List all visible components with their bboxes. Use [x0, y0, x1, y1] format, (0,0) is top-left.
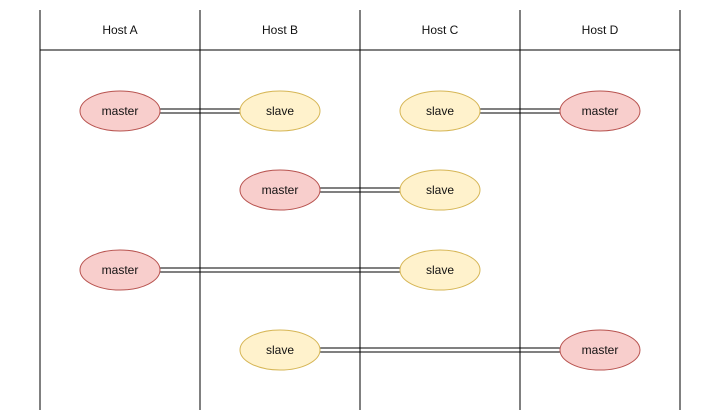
slave-label: slave: [426, 263, 454, 277]
slave-node[interactable]: slave: [399, 249, 481, 291]
master-node[interactable]: master: [559, 90, 641, 132]
master-label: master: [102, 263, 139, 277]
master-label: master: [582, 343, 619, 357]
slave-ellipse: [399, 249, 481, 291]
slave-ellipse: [399, 90, 481, 132]
slave-ellipse: [399, 169, 481, 211]
master-node[interactable]: master: [79, 249, 161, 291]
master-node[interactable]: master: [559, 329, 641, 371]
slave-node[interactable]: slave: [239, 329, 321, 371]
slave-label: slave: [426, 104, 454, 118]
slave-node[interactable]: slave: [239, 90, 321, 132]
slave-label: slave: [266, 104, 294, 118]
host-header-b: Host B: [262, 23, 298, 37]
host-header-c: Host C: [422, 23, 459, 37]
host-header-d: Host D: [582, 23, 619, 37]
replication-nodes: master slave master slave master slave master s…: [79, 90, 641, 371]
host-lanes: Host A Host B Host C Host D: [39, 10, 681, 410]
master-ellipse: [79, 249, 161, 291]
slave-ellipse: [239, 329, 321, 371]
master-node[interactable]: master: [239, 169, 321, 211]
master-ellipse: [559, 329, 641, 371]
slave-ellipse: [239, 90, 321, 132]
master-ellipse: [79, 90, 161, 132]
replication-links: [160, 108, 560, 353]
host-header-a: Host A: [102, 23, 137, 37]
slave-label: slave: [266, 343, 294, 357]
master-node[interactable]: master: [79, 90, 161, 132]
master-label: master: [262, 183, 299, 197]
master-label: master: [102, 104, 139, 118]
master-ellipse: [239, 169, 321, 211]
slave-label: slave: [426, 183, 454, 197]
master-label: master: [582, 104, 619, 118]
slave-node[interactable]: slave: [399, 90, 481, 132]
slave-node[interactable]: slave: [399, 169, 481, 211]
master-ellipse: [559, 90, 641, 132]
